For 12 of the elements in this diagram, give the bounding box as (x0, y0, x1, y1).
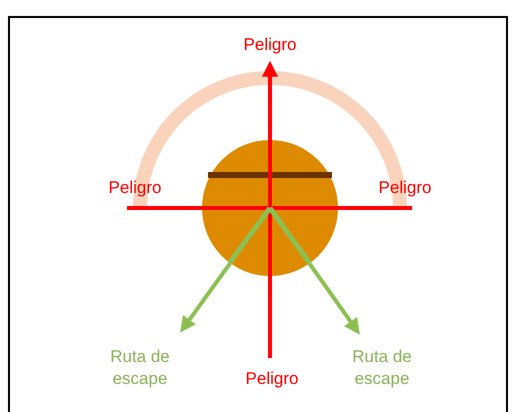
danger-label: Peligro (365, 177, 445, 201)
line (338, 206, 412, 210)
arrow (180, 262, 232, 333)
escape-route-label: Ruta de escape (100, 346, 180, 392)
line (127, 206, 202, 210)
danger-label: Peligro (225, 34, 315, 58)
danger-label: Peligro (95, 177, 175, 201)
escape-route-label: Ruta de escape (342, 346, 422, 392)
arrow (262, 60, 278, 140)
line (268, 276, 272, 358)
arrow (308, 262, 360, 335)
danger-label: Peligro (230, 368, 314, 392)
